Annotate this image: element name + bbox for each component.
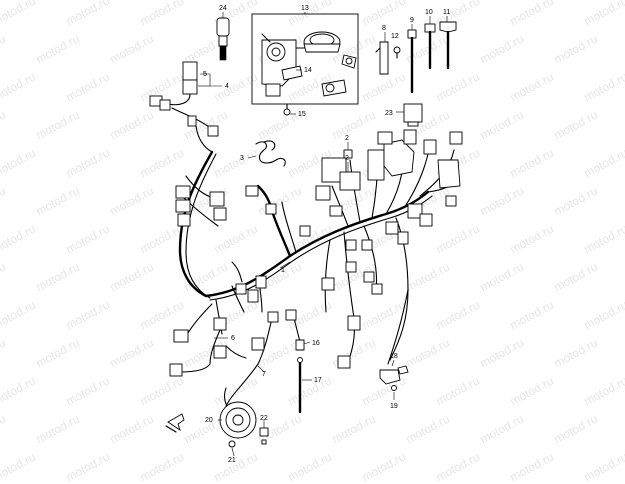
callout-19: 19 [390, 403, 398, 410]
callout-9: 9 [410, 17, 414, 24]
callout-1: 1 [281, 267, 285, 274]
sensor-bolt [391, 385, 397, 391]
ignition-switch [261, 33, 311, 97]
callout-12: 12 [391, 33, 399, 40]
callout-18: 18 [390, 353, 398, 360]
callout-21: 21 [228, 457, 236, 464]
callout-11: 11 [443, 9, 450, 16]
callout-10: 10 [425, 9, 433, 16]
connector-cluster-upper-left [149, 61, 219, 153]
callout-2-lower: 2 [345, 155, 349, 162]
sensor-lead [285, 309, 305, 351]
callout-5: 5 [203, 71, 207, 78]
callout-4: 4 [225, 83, 229, 90]
callout-22: 22 [260, 415, 268, 422]
harness-connectors [173, 185, 409, 369]
callout-20: 20 [205, 417, 213, 424]
front-direction-arrow [165, 413, 185, 433]
wiring-clamp [375, 41, 389, 75]
horn-nut [259, 427, 269, 445]
fuel-tank-cap [303, 31, 341, 53]
main-wiring-harness [178, 141, 457, 369]
callout-17: 17 [314, 377, 322, 384]
callout-24: 24 [219, 5, 227, 12]
cap-cylinder [321, 79, 347, 97]
clamp-bolt [393, 46, 401, 59]
callout-14: 14 [304, 67, 312, 74]
callout-2-upper: 2 [345, 135, 349, 142]
callout-6: 6 [231, 335, 235, 342]
callout-15: 15 [298, 111, 306, 118]
callout-16: 16 [312, 340, 320, 347]
sensor-rod [297, 357, 303, 414]
callout-13: 13 [301, 5, 309, 12]
cable-tie-hook [439, 21, 457, 70]
callout-labels: 24 13 5 4 14 15 8 12 9 10 11 23 2 2 3 1 … [203, 5, 450, 464]
cable-tie [424, 23, 436, 70]
ignition-key [216, 17, 230, 61]
callout-8: 8 [382, 25, 386, 32]
callout-7: 7 [262, 371, 266, 378]
sub-harness-left [169, 329, 247, 377]
speed-sensor [379, 289, 409, 385]
screw [283, 103, 291, 116]
sub-harness-lead [225, 311, 279, 407]
wiring-harness-diagram: 24 13 5 4 14 15 8 12 9 10 11 23 2 2 3 1 … [149, 5, 463, 464]
upper-right-connectors [321, 129, 463, 227]
seat-lock [341, 54, 357, 69]
horn [219, 387, 257, 439]
callout-23: 23 [385, 110, 393, 117]
relay [403, 103, 423, 127]
callout-3: 3 [240, 155, 244, 162]
horn-bolt [228, 440, 236, 448]
cable-tie-long [407, 29, 417, 94]
leader-lines [198, 12, 448, 457]
harness-spring-clamp [255, 140, 286, 167]
